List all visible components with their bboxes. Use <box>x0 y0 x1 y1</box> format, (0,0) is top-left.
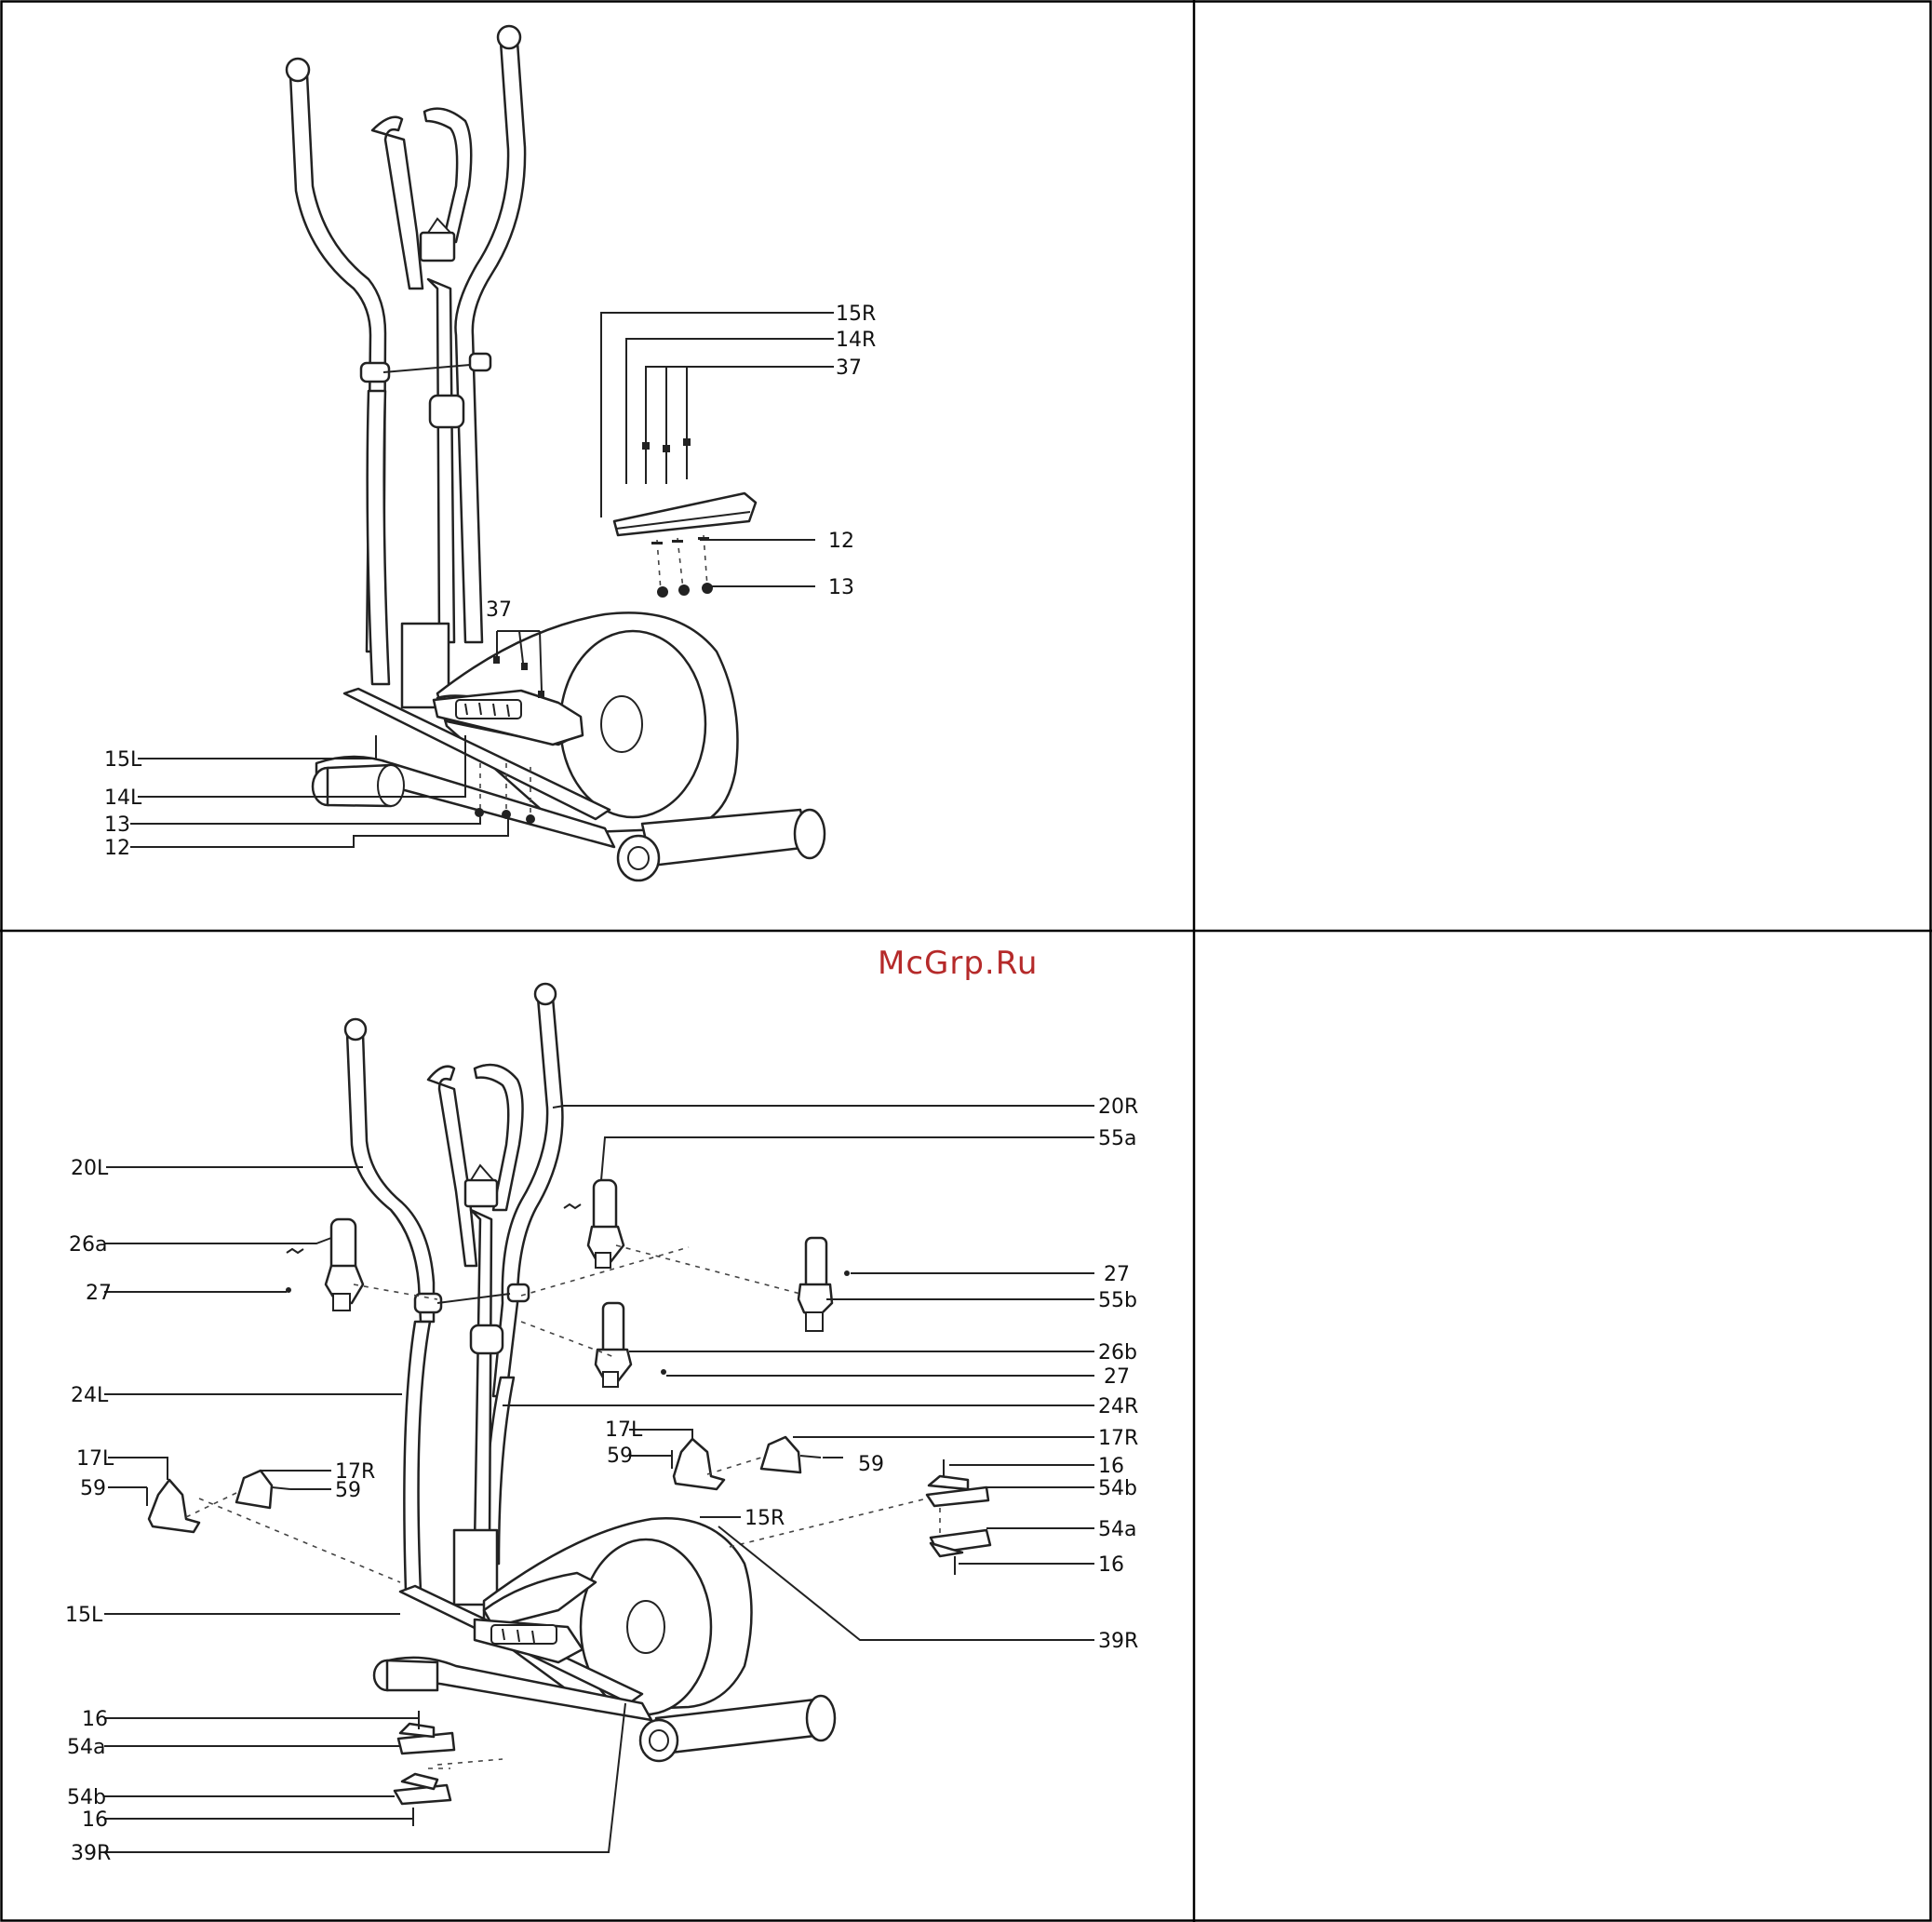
label-14L: 14L <box>104 786 142 810</box>
label-59-right-b: 59 <box>858 1453 884 1476</box>
label-20R: 20R <box>1098 1095 1138 1119</box>
label-55b: 55b <box>1098 1289 1137 1312</box>
label-12-lower: 12 <box>104 837 130 860</box>
labels-top: 15R 14R 37 12 13 37 15L 14L 13 12 <box>104 302 876 860</box>
label-15R: 15R <box>836 302 876 326</box>
pedal-clips-left <box>395 1711 454 1826</box>
label-55a: 55a <box>1098 1127 1136 1150</box>
bolts-27 <box>286 1204 850 1375</box>
label-17L: 17L <box>76 1447 114 1471</box>
label-17L-right: 17L <box>605 1418 643 1442</box>
label-27-right: 27 <box>1104 1263 1130 1286</box>
label-27-left: 27 <box>86 1282 112 1305</box>
label-37-lower: 37 <box>486 598 512 622</box>
label-16-upper-left: 16 <box>82 1708 108 1731</box>
arm-joint-26a <box>326 1219 363 1310</box>
label-16-lower-left: 16 <box>82 1808 108 1832</box>
pedal-brackets-left <box>147 1471 290 1532</box>
label-54b-left: 54b <box>67 1786 106 1809</box>
label-12: 12 <box>828 530 854 553</box>
washers-nuts-top <box>651 535 713 598</box>
arm-joint-55b <box>798 1238 832 1331</box>
label-13: 13 <box>828 576 854 599</box>
arm-joint-55a <box>588 1180 624 1268</box>
watermark: McGrp.Ru <box>878 945 1038 982</box>
label-54a-left: 54a <box>67 1736 105 1759</box>
label-15L-bottom: 15L <box>65 1604 103 1627</box>
label-54a-right: 54a <box>1098 1518 1136 1541</box>
label-14R: 14R <box>836 329 876 352</box>
arm-joint-26b <box>596 1303 631 1387</box>
pedal-brackets-right <box>672 1437 821 1489</box>
label-16-lower-right: 16 <box>1098 1553 1124 1577</box>
label-15R-bottom: 15R <box>745 1507 785 1530</box>
label-20L: 20L <box>71 1157 109 1180</box>
label-59-right-a: 59 <box>607 1445 633 1468</box>
label-26a: 26a <box>69 1233 107 1257</box>
label-26b: 26b <box>1098 1341 1137 1364</box>
screws-37-top <box>642 438 691 484</box>
elliptical-trainer-top <box>287 26 825 880</box>
label-27-mid: 27 <box>1104 1365 1130 1389</box>
label-13-lower: 13 <box>104 813 130 837</box>
label-59-left-a: 59 <box>80 1477 106 1500</box>
pedal-clips-right <box>927 1459 990 1575</box>
label-24R: 24R <box>1098 1395 1138 1418</box>
label-24L: 24L <box>71 1384 109 1407</box>
label-54b-right: 54b <box>1098 1477 1137 1500</box>
label-15L: 15L <box>104 748 142 772</box>
label-37: 37 <box>836 356 862 380</box>
label-59-left-b: 59 <box>335 1479 361 1502</box>
label-39R-left: 39R <box>71 1842 111 1865</box>
label-16-upper-right: 16 <box>1098 1455 1124 1478</box>
label-39R-right: 39R <box>1098 1630 1138 1653</box>
label-17R-right: 17R <box>1098 1427 1138 1450</box>
